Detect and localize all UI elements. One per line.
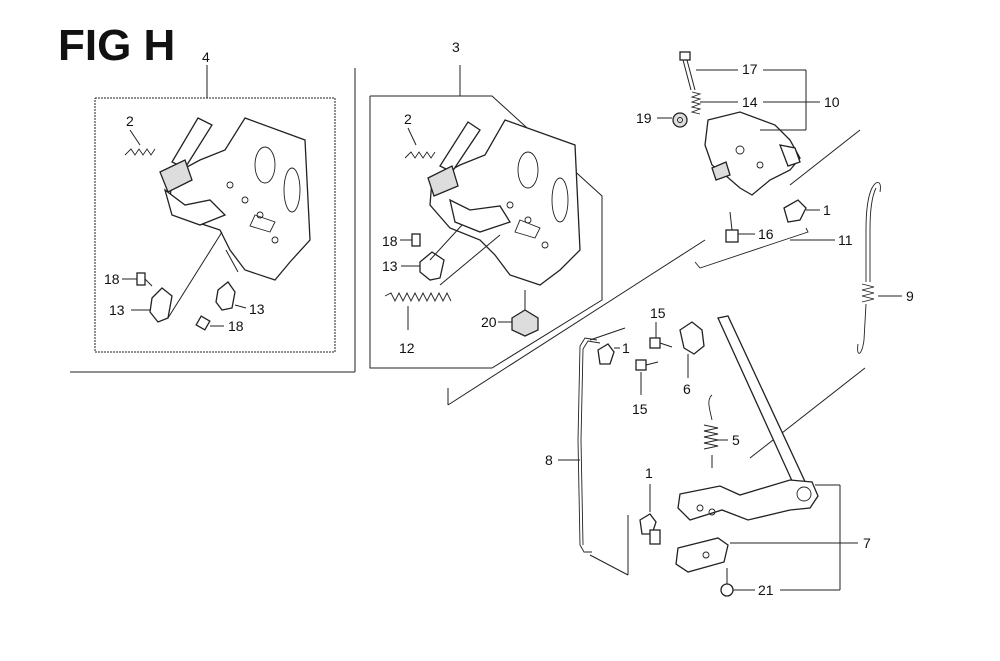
callout-19: 19 [636,110,652,126]
callout-21: 21 [758,582,774,598]
callout-14: 14 [742,94,758,110]
callout-labels: 4 2 18 13 13 18 3 2 18 13 12 20 17 14 10… [104,39,914,598]
callout-5: 5 [732,432,740,448]
callout-9: 9 [906,288,914,304]
callout-10: 10 [824,94,840,110]
callout-18: 18 [382,233,398,249]
callout-2: 2 [126,113,134,129]
callout-3: 3 [452,39,460,55]
callout-13: 13 [249,301,265,317]
callout-2: 2 [404,111,412,127]
callout-12: 12 [399,340,415,356]
callout-7: 7 [863,535,871,551]
callout-1: 1 [823,202,831,218]
spring-9 [749,182,902,459]
callout-1: 1 [622,340,630,356]
callout-18: 18 [104,271,120,287]
callout-1: 1 [645,465,653,481]
figure-title: FIG H [58,21,175,70]
callout-11: 11 [838,232,853,248]
callout-8: 8 [545,452,553,468]
callout-13: 13 [382,258,398,274]
callout-4: 4 [202,49,210,65]
assembly-3 [369,65,706,406]
governor-arm-group [657,51,861,269]
callout-15: 15 [650,305,666,321]
lower-linkage-group [558,315,858,597]
callout-20: 20 [481,314,497,330]
callout-17: 17 [742,61,758,77]
callout-16: 16 [758,226,774,242]
callout-6: 6 [683,381,691,397]
callout-13: 13 [109,302,125,318]
assembly-4 [70,65,356,373]
callout-15: 15 [632,401,648,417]
callout-18: 18 [228,318,244,334]
